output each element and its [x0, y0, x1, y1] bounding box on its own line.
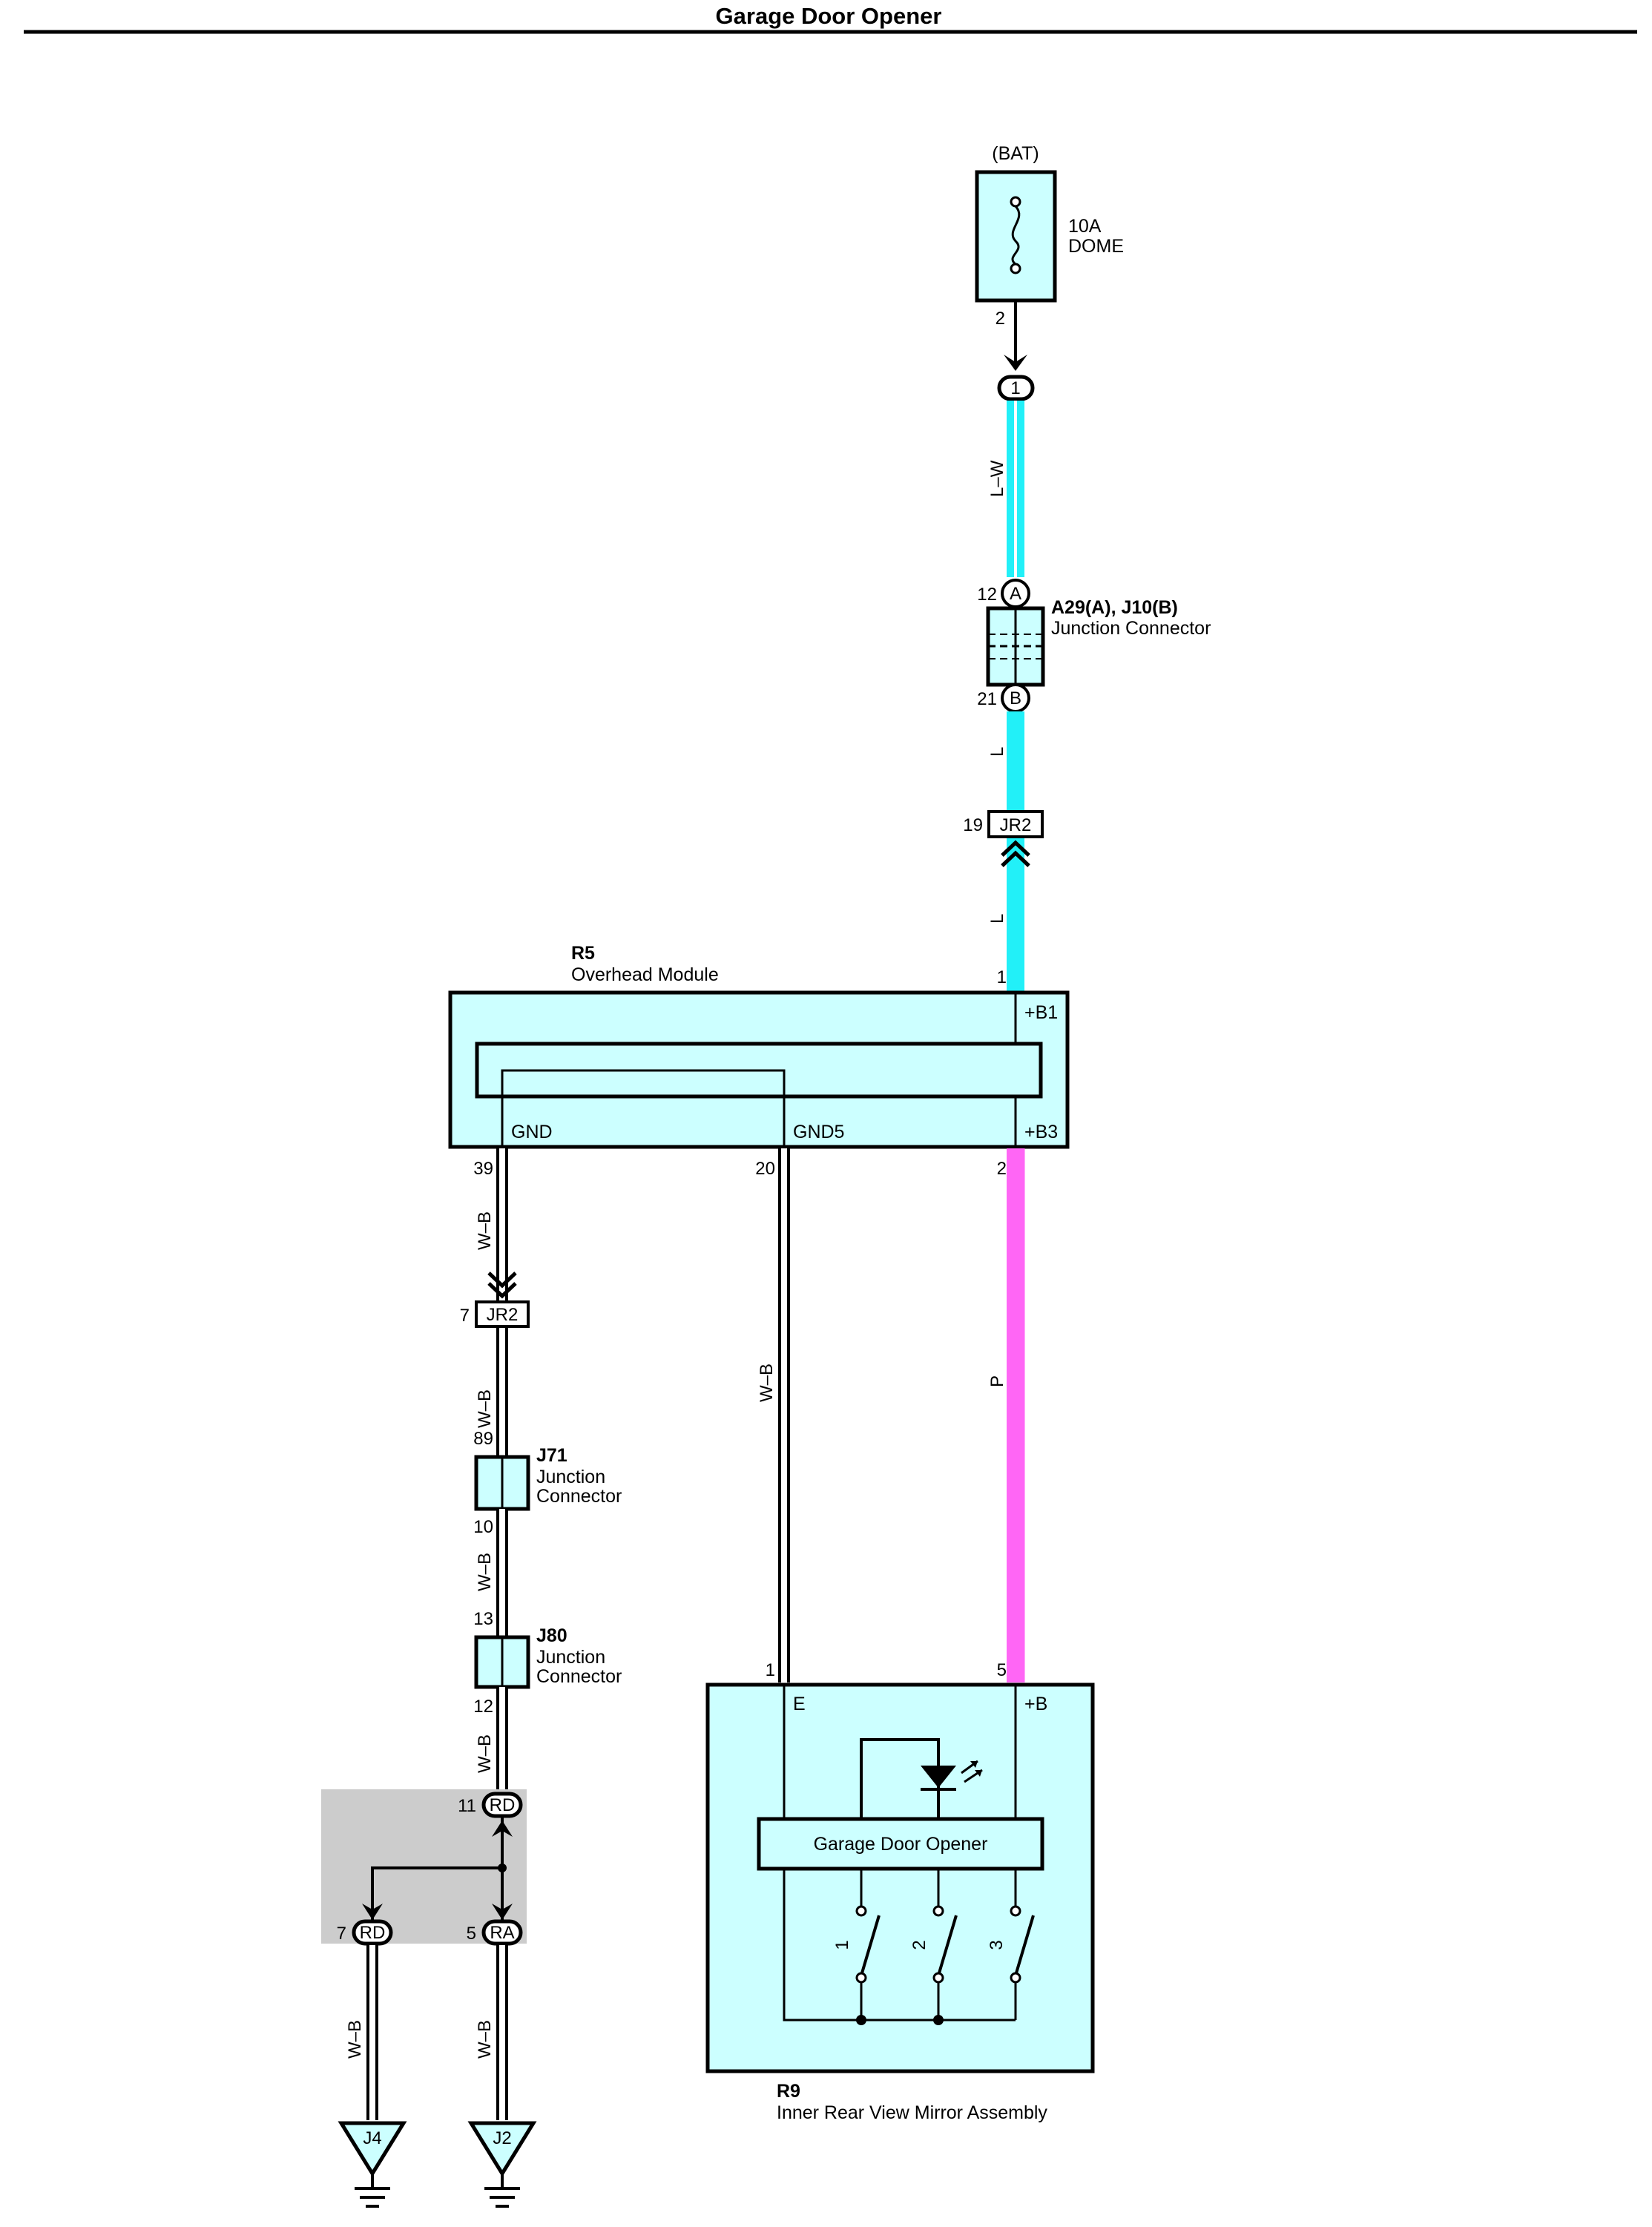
wire-label-l-w: L–W — [987, 460, 1007, 497]
j80-pin-top: 13 — [473, 1609, 493, 1629]
junction-a29-tag-b: B — [1001, 683, 1030, 713]
ground-icon-j2 — [467, 2121, 537, 2208]
junction-a29-id: A29(A), J10(B) — [1051, 597, 1178, 618]
wire-label-wb-gnd-top: W–B — [475, 1211, 495, 1250]
chevron-up-icon — [1001, 850, 1030, 867]
svg-text:A: A — [1010, 584, 1021, 604]
ground-j4-label: J4 — [363, 2128, 381, 2148]
arrow-up-icon — [492, 1820, 513, 1837]
chevron-down-icon — [487, 1272, 517, 1299]
switch-label-3: 3 — [987, 1940, 1007, 1950]
switch-label-2: 2 — [909, 1940, 929, 1950]
svg-text:RD: RD — [360, 1923, 386, 1943]
r9-id: R9 — [777, 2081, 800, 2102]
r9-terminal-e: E — [793, 1694, 806, 1714]
r9-mirror-assembly — [705, 1682, 1095, 2073]
ground-icon-j4 — [338, 2121, 407, 2208]
arrow-down-icon — [492, 1904, 513, 1920]
r5-pin-b1: 1 — [997, 967, 1007, 987]
led-icon — [921, 1760, 983, 1791]
svg-text:B: B — [1010, 688, 1021, 708]
wire-label-l-lower: L — [987, 914, 1007, 924]
r9-pin-e: 1 — [766, 1660, 775, 1680]
ground-j2-label: J2 — [493, 2128, 511, 2148]
fuse-name: DOME — [1068, 236, 1124, 257]
j80-name-line1: Junction — [536, 1647, 605, 1668]
wire-label-wb-gnd5: W–B — [757, 1363, 777, 1402]
wire-label-wb-gnd-bottom: W–B — [475, 1734, 495, 1773]
rd-left-pin: 7 — [337, 1924, 346, 1944]
j80-name-line2: Connector — [536, 1666, 622, 1687]
r5-pin-gnd5: 20 — [755, 1159, 775, 1179]
fuse-icon — [975, 170, 1057, 303]
ra-pin: 5 — [467, 1924, 476, 1944]
fuse-source-label: (BAT) — [992, 143, 1039, 164]
r5-overhead-module — [448, 990, 1070, 1149]
page-title: Garage Door Opener — [716, 3, 942, 29]
switch-icon-2 — [932, 1869, 958, 2025]
r5-terminal-gnd: GND — [511, 1122, 553, 1142]
junction-a29-body — [986, 606, 1045, 687]
jr2-connector-gnd: JR2 — [475, 1300, 530, 1328]
fuse-rating: 10A — [1068, 216, 1102, 237]
rd-top-pin: 11 — [458, 1796, 476, 1816]
r9-terminal-b: +B — [1024, 1694, 1047, 1714]
jr2-gnd-pin: 7 — [460, 1306, 470, 1326]
r9-name: Inner Rear View Mirror Assembly — [777, 2102, 1047, 2123]
svg-text:JR2: JR2 — [487, 1305, 519, 1325]
r5-id: R5 — [571, 943, 595, 964]
junction-a29-tag-a: A — [1001, 579, 1030, 608]
wire-label-l-upper: L — [987, 747, 1007, 757]
junction-a29-pin-bottom: 21 — [977, 689, 997, 709]
ra-connector: RA — [481, 1919, 523, 1946]
j80-pin-bottom: 12 — [473, 1697, 493, 1717]
r5-pin-b3: 2 — [997, 1159, 1007, 1179]
svg-text:RA: RA — [490, 1923, 514, 1943]
j71-name-line2: Connector — [536, 1486, 622, 1507]
wire-label-wb-gnd-lower: W–B — [475, 1553, 495, 1591]
svg-text:1: 1 — [1010, 378, 1020, 398]
r9-pin-b: 5 — [997, 1660, 1007, 1680]
wire-p — [1007, 1148, 1024, 1682]
svg-text:RD: RD — [490, 1795, 516, 1815]
wire-label-p: P — [987, 1375, 1007, 1387]
arrow-down-icon — [362, 1904, 383, 1920]
fuse-pin: 2 — [996, 309, 1005, 329]
r5-pin-gnd: 39 — [473, 1159, 493, 1179]
rd-connector-left: RD — [352, 1919, 393, 1946]
switch-icon-3 — [1010, 1869, 1035, 2020]
arrow-down-icon — [1004, 355, 1027, 371]
r5-terminal-b3: +B3 — [1024, 1122, 1058, 1142]
switch-label-1: 1 — [832, 1940, 852, 1950]
chevron-up-icon — [1001, 840, 1030, 857]
wire-label-wb-j2: W–B — [475, 2020, 495, 2059]
jr2-connector-top: JR2 — [987, 810, 1044, 838]
wire-l-w — [1007, 401, 1024, 577]
r9-inner-label: Garage Door Opener — [814, 1834, 988, 1855]
j71-pin-bottom: 10 — [473, 1517, 493, 1537]
r5-terminal-gnd5: GND5 — [793, 1122, 844, 1142]
wire-l-upper — [1007, 711, 1024, 812]
j71-id: J71 — [536, 1445, 567, 1466]
switch-icon-1 — [855, 1869, 881, 2025]
wire-label-wb-j4: W–B — [345, 2020, 365, 2059]
connector-1: 1 — [997, 375, 1035, 401]
j71-name-line1: Junction — [536, 1467, 605, 1487]
junction-a29-name: Junction Connector — [1051, 618, 1211, 639]
r5-terminal-b1: +B1 — [1024, 1002, 1058, 1023]
wire-label-wb-gnd-mid: W–B — [475, 1389, 495, 1428]
wire-l-lower — [1007, 838, 1024, 991]
svg-text:JR2: JR2 — [1000, 815, 1032, 835]
junction-a29-pin-top: 12 — [977, 585, 997, 605]
j71-pin-top: 89 — [473, 1429, 493, 1449]
splice-wire-branch — [371, 1866, 502, 1920]
j80-id: J80 — [536, 1625, 567, 1646]
r5-name: Overhead Module — [571, 964, 719, 985]
jr2-top-pin: 19 — [963, 815, 983, 835]
rd-connector-top: RD — [481, 1792, 523, 1818]
